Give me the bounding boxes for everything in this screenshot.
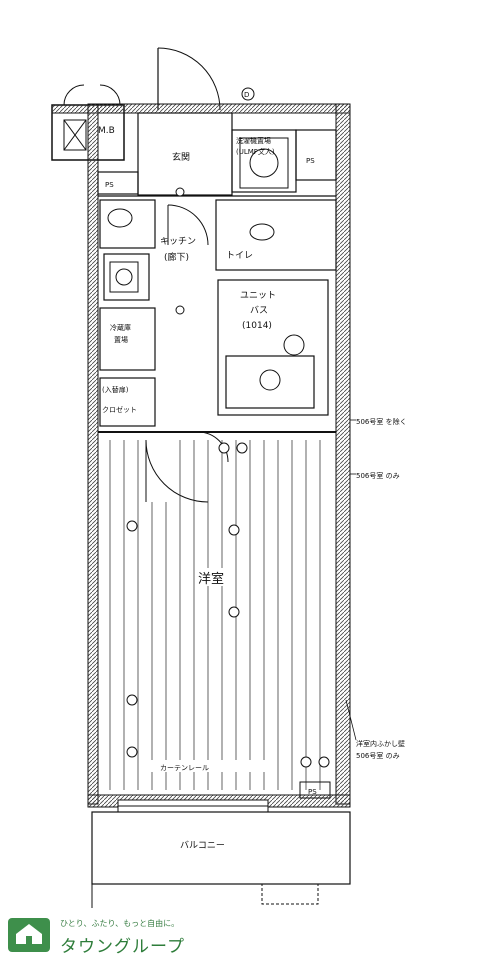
outer-walls [87,103,351,813]
note-room-wall-top: 洋室内ふかし壁 [356,739,405,748]
note-506-only: 506号室 のみ [356,471,400,480]
curtain-rail-label: カーテンレール [160,764,209,772]
logo-name: タウングループ [60,937,185,957]
room-flooring [109,440,321,790]
house-icon [16,924,42,944]
closet-label-bottom: クロゼット [102,405,137,414]
note-leaders [345,419,357,741]
fridge-label-bottom: 置場 [114,335,128,344]
balcony-label: バルコニー [180,840,225,851]
toilet-label: トイレ [226,251,253,261]
compass-mark [241,87,255,101]
fridge-label-top: 冷蔵庫 [110,323,131,332]
bath-size-label: (1014) [242,321,272,331]
closet-label-top: (入替扉) [102,385,129,394]
note-506-excl: 506号室 を除く [356,417,407,426]
ps-bottom-label: PS [308,788,317,796]
kitchen-label: キッチン [160,236,196,247]
logo-tagline: ひとり、ふたり、もっと自由に。 [60,919,180,928]
bath-fixtures [107,137,305,391]
unit-bath-label-2: バス [250,305,268,316]
outlets [126,187,330,768]
interior-doors [145,204,229,503]
room-label-bg [196,568,226,586]
company-logo [8,918,50,952]
washer-label-bottom: (ULMF文人) [236,147,275,156]
note-room-wall-bottom: 506号室 のみ [356,751,400,760]
entrance-label: 玄関 [172,151,190,163]
ps-left-label: PS [105,181,114,189]
unit-bath-label-1: ユニット [240,291,276,301]
ps-right-label: PS [306,157,315,165]
balcony-area [91,781,351,908]
entrance-door [157,47,221,111]
compass-label: D [244,91,249,99]
interior-walls [97,112,337,433]
corridor-label: (廊下) [164,251,189,263]
washer-label-top: 洗濯機置場 [236,136,271,145]
mb-label: M.B [98,126,115,136]
western-room-label: 洋室 [198,571,224,587]
curtain-label-bg [148,760,276,772]
